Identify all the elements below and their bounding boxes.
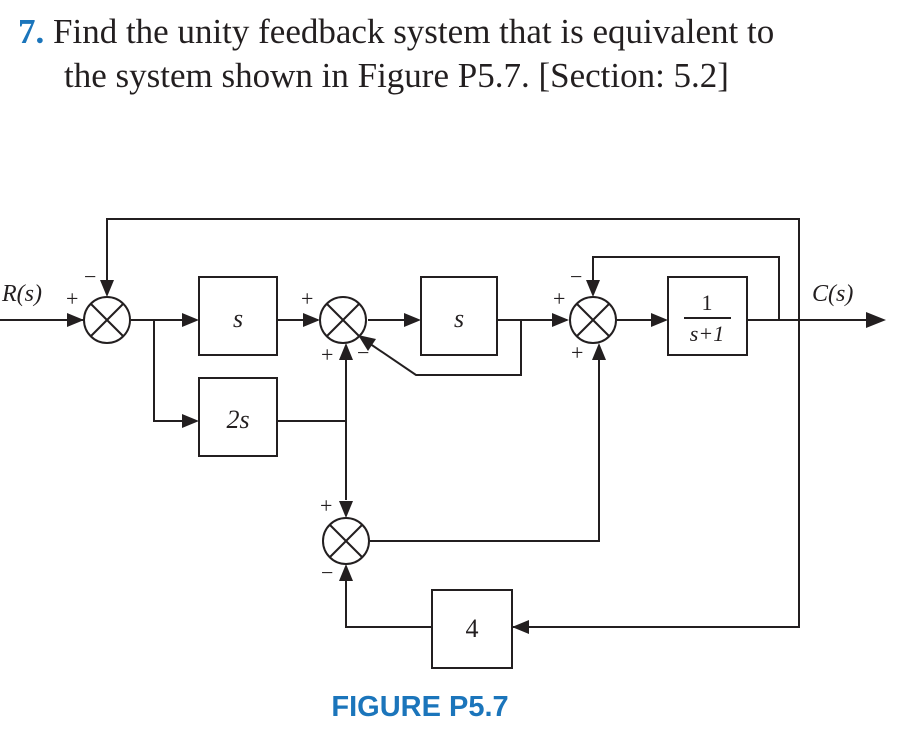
summing-junction-1 bbox=[83, 296, 131, 344]
arrow-into-2s bbox=[182, 414, 199, 428]
arrow-into-sum3-top bbox=[586, 280, 600, 297]
wire-feedback-sum3 bbox=[592, 256, 780, 320]
problem-text-1: Find the unity feedback system that is e… bbox=[53, 12, 775, 51]
problem-line-1: 7. Find the unity feedback system that i… bbox=[18, 10, 898, 54]
arrow-into-sum4-bottom bbox=[339, 564, 353, 581]
output-label: C(s) bbox=[812, 281, 853, 307]
arrow-into-sum2-diagonal bbox=[358, 335, 376, 351]
block-2s bbox=[198, 377, 278, 457]
arrow-into-sum3-left bbox=[552, 313, 569, 327]
wire-inner-feedback bbox=[362, 320, 522, 376]
sign-sum2-left: + bbox=[301, 286, 313, 311]
wire-to-gain4 bbox=[512, 320, 800, 628]
sign-sum3-left: + bbox=[553, 286, 565, 311]
figure-caption: FIGURE P5.7 bbox=[331, 691, 508, 723]
wire-sum4-to-sum3 bbox=[370, 358, 600, 542]
input-label: R(s) bbox=[1, 281, 42, 307]
summing-junction-2 bbox=[319, 296, 367, 344]
wire-gain4-to-sum4 bbox=[345, 580, 432, 628]
wire-outer-feedback-top bbox=[106, 218, 800, 320]
arrow-into-sum2-left bbox=[303, 313, 320, 327]
arrow-into-gain4 bbox=[512, 620, 529, 634]
arrow-into-sum1-top bbox=[100, 280, 114, 297]
summing-junction-4 bbox=[322, 517, 370, 565]
arrow-output bbox=[866, 312, 886, 328]
arrow-into-s2 bbox=[404, 313, 421, 327]
sign-sum4-bottom: − bbox=[321, 560, 333, 585]
arrow-into-sum3-bottom bbox=[592, 343, 606, 360]
block-s-1-label: s bbox=[233, 304, 243, 333]
arrow-into-tf bbox=[651, 313, 668, 327]
sign-sum2-bottom-left: + bbox=[321, 342, 333, 367]
block-s-2-label: s bbox=[454, 304, 464, 333]
summing-junction-3 bbox=[569, 296, 617, 344]
tf-numerator: 1 bbox=[702, 290, 713, 315]
block-s-2 bbox=[420, 276, 498, 356]
sign-sum4-top: + bbox=[320, 493, 332, 518]
block-gain-4 bbox=[431, 589, 513, 669]
block-transfer-function bbox=[667, 276, 748, 356]
problem-line-2: the system shown in Figure P5.7. [Sectio… bbox=[64, 56, 729, 95]
sign-sum1-top: − bbox=[84, 264, 96, 289]
sign-sum1-left: + bbox=[66, 286, 78, 311]
problem-number: 7. bbox=[18, 12, 45, 51]
block-gain-4-label: 4 bbox=[466, 614, 479, 643]
arrow-into-sum4-top bbox=[339, 501, 353, 518]
sign-sum3-bottom: + bbox=[571, 340, 583, 365]
sign-sum3-top: − bbox=[570, 264, 582, 289]
tf-denominator: s+1 bbox=[690, 321, 724, 346]
block-s-1 bbox=[198, 276, 278, 356]
wire-branch-to-2s bbox=[153, 320, 189, 422]
sign-sum2-bottom-right: − bbox=[357, 340, 369, 365]
arrow-into-sum2-bottom bbox=[339, 343, 353, 360]
arrow-into-sum1-left bbox=[67, 313, 84, 327]
arrow-into-s1 bbox=[182, 313, 199, 327]
block-2s-label: 2s bbox=[226, 405, 249, 434]
problem-statement: 7. Find the unity feedback system that i… bbox=[18, 10, 898, 98]
